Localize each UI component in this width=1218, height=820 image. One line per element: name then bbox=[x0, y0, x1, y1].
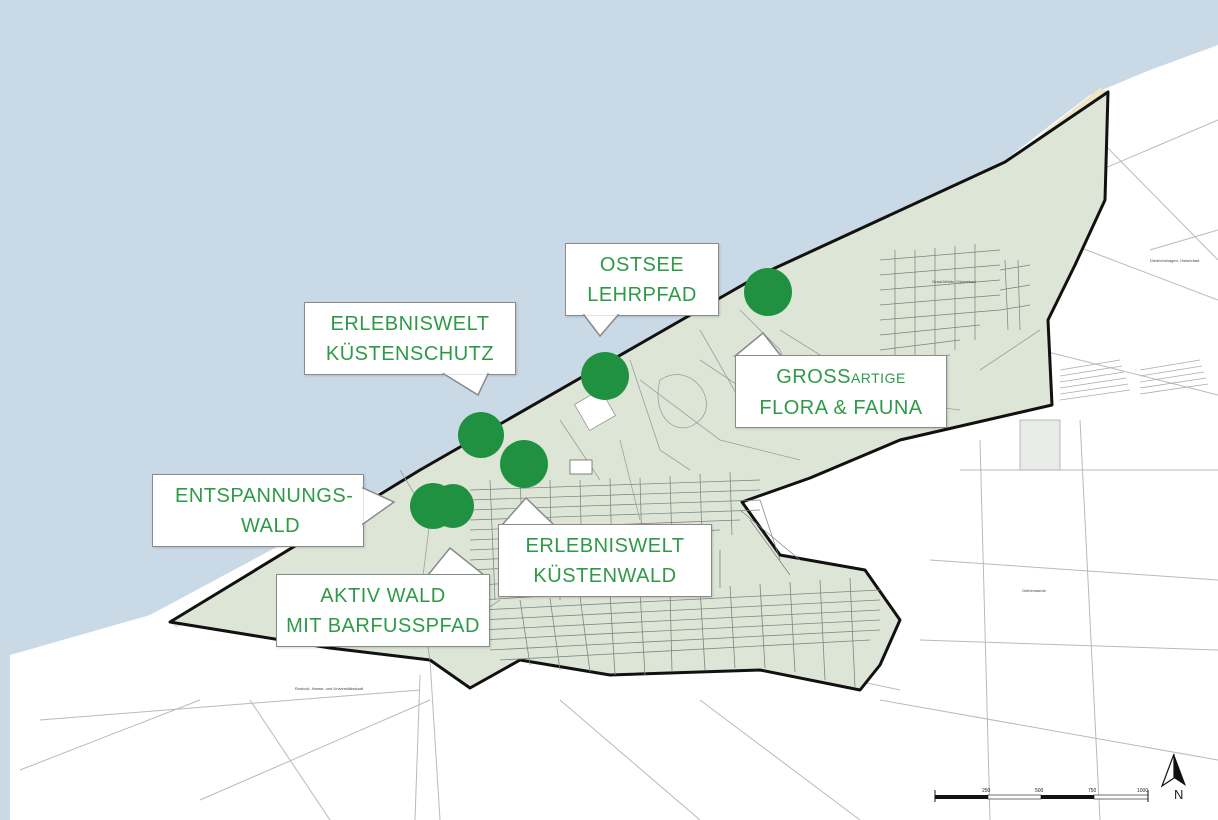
callout-pointer bbox=[582, 314, 620, 338]
pin-flora-fauna[interactable] bbox=[744, 268, 792, 316]
callout-grossartige-flora-fauna: GROSSARTIGE FLORA & FAUNA bbox=[735, 355, 947, 428]
scale-bar: 250 500 750 1000 bbox=[934, 788, 1149, 802]
settlement-block bbox=[1019, 419, 1061, 471]
road-network bbox=[19, 119, 1218, 820]
pin-kuestenwald[interactable] bbox=[500, 440, 548, 488]
callout-text: AKTIV WALD bbox=[320, 585, 446, 607]
callout-ostsee-lehrpfad: OSTSEE LEHRPFAD bbox=[565, 243, 719, 316]
place-label-diedrichshagen: Diedrichshagen, Ostseebad bbox=[1150, 258, 1199, 263]
callout-text: KÜSTENWALD bbox=[533, 565, 677, 587]
callout-text: ERLEBNISWELT bbox=[525, 535, 685, 557]
callout-pointer bbox=[442, 373, 490, 397]
callout-text: MIT BARFUSSPFAD bbox=[286, 615, 480, 637]
callout-text: FLORA & FAUNA bbox=[759, 397, 923, 419]
place-label-gelbensande: Gelbensande bbox=[1022, 588, 1047, 593]
callout-text: OSTSEE bbox=[599, 254, 685, 276]
north-arrow-icon bbox=[1160, 753, 1186, 788]
callout-text: LEHRPFAD bbox=[587, 284, 697, 306]
scale-tick-750: 750 bbox=[1088, 788, 1097, 794]
callout-text: WALD bbox=[241, 515, 301, 537]
building bbox=[569, 459, 593, 475]
pin-ostsee-lehrpfad[interactable] bbox=[581, 352, 629, 400]
study-area bbox=[168, 90, 1110, 692]
place-label-rostock: Rostock, Hanse- und Universitätsstadt bbox=[295, 686, 364, 691]
callout-erlebniswelt-kuestenschutz: ERLEBNISWELT KÜSTENSCHUTZ bbox=[304, 302, 516, 375]
field-pattern bbox=[479, 550, 881, 689]
pin-aktiv-wald[interactable] bbox=[432, 484, 474, 528]
place-label-graal-mueritz: Graal-Müritz, Ostseebad bbox=[932, 279, 976, 284]
callout-entspannungswald: ENTSPANNUNGS- WALD bbox=[152, 474, 364, 547]
callout-pointer bbox=[500, 496, 556, 526]
callout-text: ENTSPANNUNGS- bbox=[175, 485, 354, 507]
scale-tick-250: 250 bbox=[982, 788, 991, 794]
town-grid-northeast bbox=[879, 244, 1031, 380]
settlement-east bbox=[1059, 359, 1209, 401]
callout-text-small: ARTIGE bbox=[850, 370, 906, 386]
callout-pointer bbox=[733, 331, 783, 357]
callout-aktiv-wald: AKTIV WALD MIT BARFUSSPFAD bbox=[276, 574, 490, 647]
callout-text: ERLEBNISWELT bbox=[330, 313, 490, 335]
callout-text: GROSS bbox=[776, 366, 851, 388]
callout-pointer bbox=[426, 546, 486, 576]
pin-kuestenschutz[interactable] bbox=[458, 412, 504, 458]
callout-text: KÜSTENSCHUTZ bbox=[325, 343, 495, 365]
scale-tick-1000: 1000 bbox=[1137, 788, 1148, 794]
callout-pointer bbox=[362, 486, 396, 526]
north-arrow-label: N bbox=[1174, 787, 1184, 802]
scale-tick-500: 500 bbox=[1035, 788, 1044, 794]
callout-erlebniswelt-kuestenwald: ERLEBNISWELT KÜSTENWALD bbox=[498, 524, 712, 597]
